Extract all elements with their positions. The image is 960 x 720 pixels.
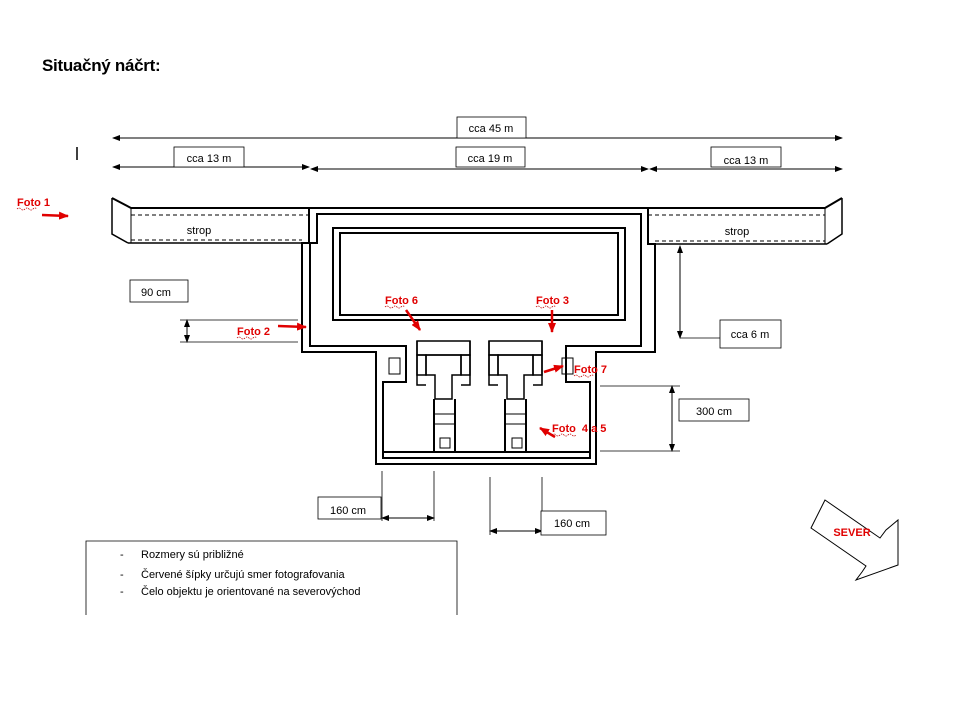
note-2: Červené šípky určujú smer fotografovania [141, 568, 345, 581]
note-1: Rozmery sú približné [141, 549, 244, 561]
photo-2: Foto 2 [236, 322, 307, 340]
notes-box: - Rozmery sú približné - Červené šípky u… [85, 540, 458, 615]
dimension-300cm-label: 300 cm [696, 406, 732, 418]
dimension-160cm-right-label: 160 cm [554, 518, 590, 530]
photo-6-arrow [404, 309, 422, 331]
roof-slab [111, 197, 843, 245]
photo-7: Foto 7 [543, 364, 607, 378]
dimension-6m-label: cca 6 m [731, 329, 770, 341]
dimension-middle-label: cca 19 m [468, 153, 513, 165]
dimension-middle: cca 19 m [310, 146, 649, 172]
photo-1-label: Foto 1 [17, 197, 50, 209]
note-3: Čelo objektu je orientované na severovýc… [141, 585, 361, 598]
dimension-90cm-label: 90 cm [141, 287, 171, 299]
photo-3: Foto 3 [535, 295, 569, 333]
dimension-left-label: cca 13 m [187, 153, 232, 165]
dimension-6m: cca 6 m [677, 245, 782, 349]
dimension-300cm: 300 cm [600, 385, 750, 452]
photo-4-5-arrow [539, 426, 556, 439]
strop-right-label: strop [725, 226, 749, 238]
page-title: Situačný náčrt: [42, 56, 161, 75]
photo-7-label: Foto 7 [574, 364, 607, 376]
photo-6: Foto 6 [384, 295, 422, 331]
note-bullet: - [120, 586, 124, 598]
photo-3-label: Foto 3 [536, 295, 569, 307]
dimension-160cm-left-label: 160 cm [330, 505, 366, 517]
dimension-right: cca 13 m [649, 146, 843, 172]
dimension-right-label: cca 13 m [724, 155, 769, 167]
dimension-total: cca 45 m [112, 116, 843, 141]
photo-1-arrow [41, 211, 69, 220]
photo-7-arrow [543, 364, 564, 374]
photo-6-label: Foto 6 [385, 295, 418, 307]
photo-2-label: Foto 2 [237, 326, 270, 338]
building-outline [301, 207, 656, 465]
lower-rooms [383, 340, 590, 453]
dimension-total-label: cca 45 m [469, 123, 514, 135]
photo-4-5-label: Foto 4 a 5 [552, 423, 606, 435]
north-arrow: SEVER [810, 499, 899, 582]
dimension-left: cca 13 m [112, 146, 310, 170]
north-label: SEVER [833, 527, 870, 539]
photo-2-arrow [277, 322, 307, 331]
photo-1: Foto 1 [16, 197, 69, 220]
dimension-90cm: 90 cm [129, 279, 298, 343]
note-bullet: - [120, 569, 124, 581]
note-bullet: - [120, 549, 124, 561]
dimension-160cm-right: 160 cm [489, 477, 607, 536]
dimension-160cm-left: 160 cm [317, 471, 435, 521]
photo-4-5: Foto 4 a 5 [539, 423, 606, 439]
strop-left-label: strop [187, 225, 211, 237]
